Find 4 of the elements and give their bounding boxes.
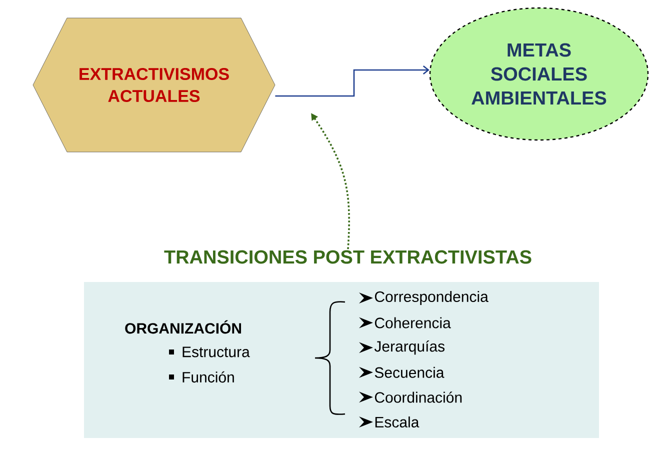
- arrow: [275, 65, 430, 97]
- title-text: TRANSICIONES POST EXTRACTIVISTAS: [164, 250, 532, 264]
- list-panel: ORGANIZACIÓN Estructura Función Correspondencia Coherencia Jerarquías Secuencia Coordinación Escala: [84, 282, 599, 438]
- hexagon: EXTRACTIVISMOS ACTUALES: [32, 18, 276, 152]
